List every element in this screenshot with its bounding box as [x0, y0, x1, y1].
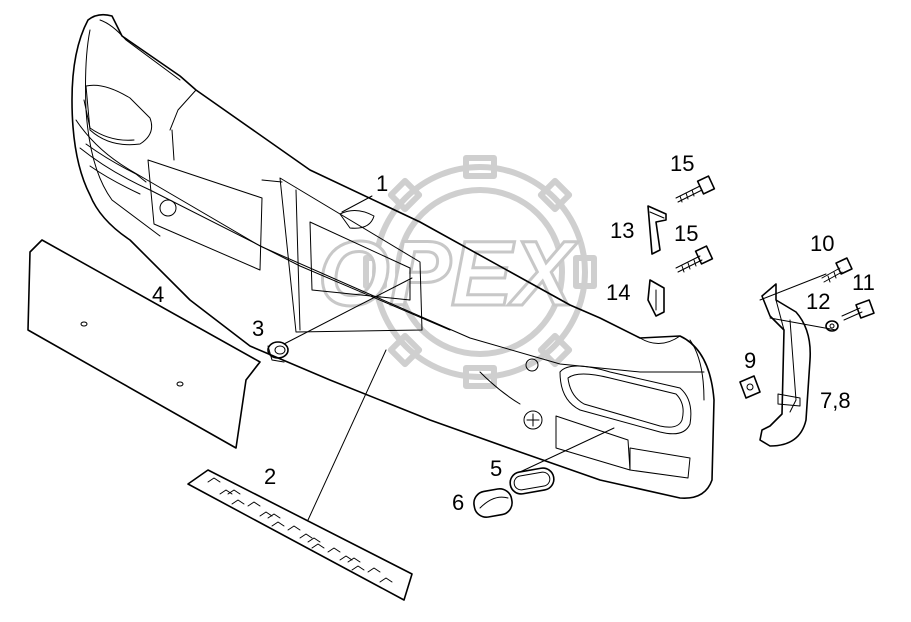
- callout-10: 10: [810, 231, 834, 256]
- callout-4: 4: [152, 282, 164, 307]
- watermark-logo: OPEX: [317, 155, 597, 389]
- leader-3: [283, 277, 413, 345]
- plug-6: [473, 487, 513, 519]
- leader-12: [769, 317, 837, 331]
- callout-13: 13: [610, 218, 634, 243]
- bolt-10: [821, 257, 853, 283]
- callout-1: 1: [376, 171, 388, 196]
- callout-12: 12: [806, 289, 830, 314]
- bracket-14: [647, 279, 665, 317]
- callout-15-lower: 15: [674, 221, 698, 246]
- washer-12: [825, 320, 839, 332]
- callout-3: 3: [252, 316, 264, 341]
- callout-9: 9: [744, 348, 756, 373]
- nut-7-8: [739, 375, 761, 399]
- bracket-13: [647, 205, 667, 255]
- bumper-main-body: [71, 13, 715, 499]
- bolt-15-lower: [675, 245, 714, 273]
- cover-plate-4: [27, 239, 261, 449]
- clip-3: [267, 341, 289, 363]
- leader-2: [307, 349, 387, 521]
- bolt-11: [841, 299, 875, 321]
- leader-10: [759, 273, 827, 301]
- callout-11: 11: [852, 270, 875, 295]
- callout-14: 14: [606, 280, 630, 305]
- corner-bracket-9: [759, 283, 812, 447]
- callout-7-8: 7,8: [820, 388, 851, 413]
- callout-15-upper: 15: [670, 151, 694, 176]
- leader-5: [519, 427, 615, 473]
- bolt-15-upper: [675, 175, 716, 203]
- callout-6: 6: [452, 490, 464, 515]
- leader-1: [341, 195, 373, 213]
- callout-2: 2: [264, 464, 276, 489]
- callout-5: 5: [490, 456, 502, 481]
- watermark-text: OPEX: [318, 223, 578, 325]
- gasket-5: [509, 467, 555, 495]
- step-plate-2: [187, 469, 413, 601]
- callout-labels: 1 2 3 4 5 6 7,8 9 10 11 12 13 14 15 15: [152, 151, 875, 515]
- leader-lines: [283, 195, 837, 521]
